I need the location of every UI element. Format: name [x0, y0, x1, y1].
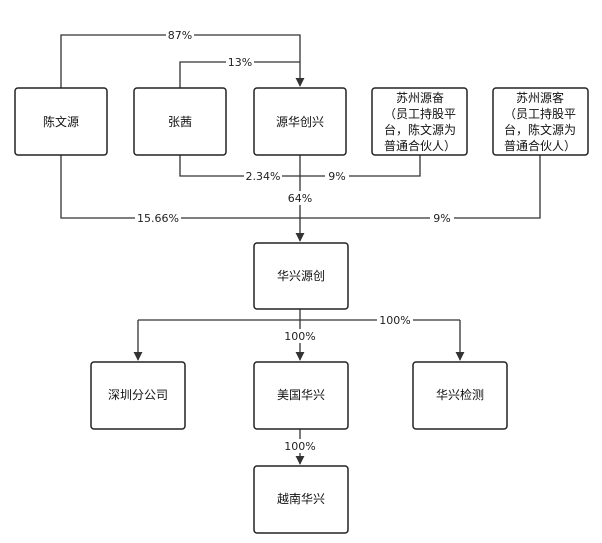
node-huaxing-testing: 华兴检测 [412, 361, 508, 430]
label-chen-yuanhua: 87% [168, 29, 192, 42]
node-shenzhen-branch-label: 深圳分公司 [108, 388, 168, 402]
node-shenzhen-branch: 深圳分公司 [90, 361, 186, 430]
node-suzhou-yuanfen: 苏州源奋 （员工持股平 台，陈文源为 普通合伙人） [371, 87, 468, 156]
node-vietnam-huaxing: 越南华兴 [253, 465, 349, 534]
node-suzhou-yuanfen-line2: （员工持股平 [384, 106, 456, 121]
node-vietnam-huaxing-label: 越南华兴 [277, 491, 325, 506]
label-chen-huaxing: 15.66% [137, 212, 179, 225]
node-suzhou-yuanke-line4: 普通合伙人） [504, 138, 576, 153]
label-huaxing-subs: 100% [379, 314, 410, 327]
label-zhang-yuanhua: 13% [228, 56, 252, 69]
node-suzhou-yuanke-line1: 苏州源客 [516, 90, 564, 105]
node-zhang-xi: 张茜 [133, 87, 227, 156]
label-huaxing-us: 100% [284, 330, 315, 343]
node-suzhou-yuanke-line2: （员工持股平 [504, 106, 576, 121]
node-chen-wenyuan: 陈文源 [14, 87, 108, 156]
node-suzhou-yuanfen-line4: 普通合伙人） [384, 138, 456, 153]
node-us-huaxing: 美国华兴 [253, 361, 349, 430]
node-suzhou-yuanfen-line3: 台，陈文源为 [384, 122, 456, 137]
node-suzhou-yuanfen-line1: 苏州源奋 [396, 91, 444, 105]
node-yuanhua-chuangxing-label: 源华创兴 [276, 115, 324, 129]
node-huaxing-yuanchuang: 华兴源创 [253, 242, 349, 310]
node-suzhou-yuanke: 苏州源客 （员工持股平 台，陈文源为 普通合伙人） [492, 87, 589, 156]
node-us-huaxing-label: 美国华兴 [277, 388, 325, 402]
node-zhang-xi-label: 张茜 [168, 115, 192, 129]
node-suzhou-yuanke-line3: 台，陈文源为 [504, 122, 576, 137]
label-yuanfen-huaxing: 9% [328, 170, 345, 183]
label-yuanhua-huaxing: 64% [288, 192, 312, 205]
label-yuanke-huaxing: 9% [433, 212, 450, 225]
node-yuanhua-chuangxing: 源华创兴 [253, 87, 347, 156]
label-us-vietnam: 100% [284, 440, 315, 453]
node-huaxing-testing-label: 华兴检测 [436, 387, 484, 402]
node-chen-wenyuan-label: 陈文源 [43, 114, 79, 129]
node-huaxing-yuanchuang-label: 华兴源创 [277, 269, 325, 283]
label-zhang-huaxing: 2.34% [246, 170, 281, 183]
edge-zhang-to-yuanhua [179, 61, 300, 88]
